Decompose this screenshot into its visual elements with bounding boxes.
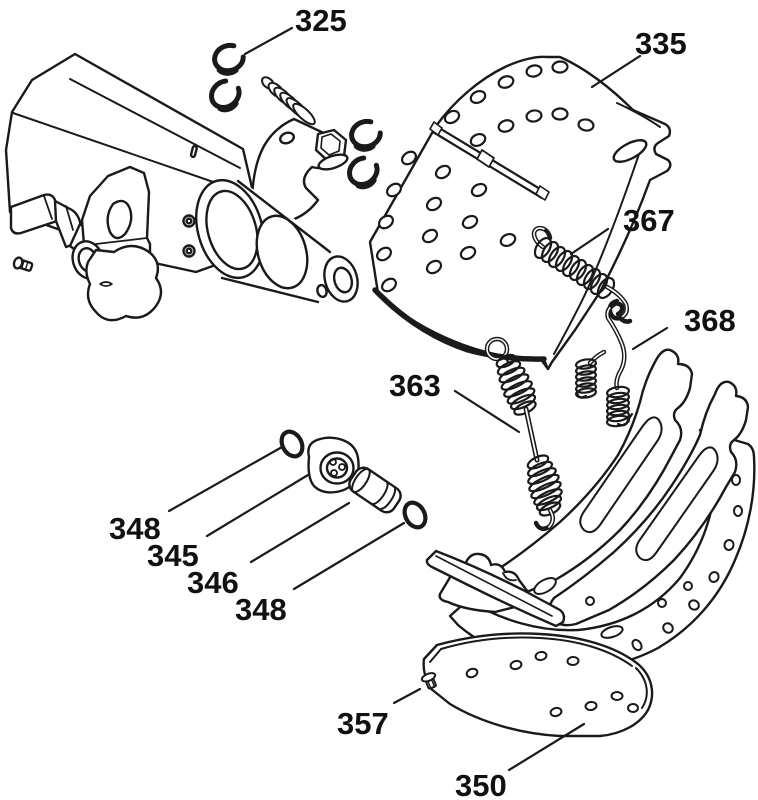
- brake-shoe-lower-assembly: [425, 348, 756, 670]
- leader-line-348-left: [167, 445, 284, 513]
- leader-line-346: [249, 501, 351, 564]
- lining-holes-lower: [465, 650, 639, 718]
- splined-stud: [261, 76, 316, 126]
- shoe-web-rear-slot: [635, 446, 719, 562]
- lining-holes-lower-block: [375, 150, 517, 293]
- callout-367: 367: [623, 203, 675, 238]
- rivet: [420, 672, 437, 690]
- leader-line-335: [590, 54, 642, 89]
- callout-labels: 325 335 367 368 363 348 345 346 348 357 …: [109, 3, 736, 800]
- leader-lines: [167, 26, 669, 772]
- camshaft-housing-assembly: [4, 52, 359, 322]
- callout-348-left: 348: [109, 511, 161, 546]
- callout-357: 357: [337, 706, 389, 741]
- spring-coil-bottom: [526, 454, 563, 517]
- leader-line-367: [569, 227, 610, 256]
- snap-rings-left-pair: [206, 42, 247, 115]
- o-ring-right: [402, 500, 428, 530]
- leader-line-357: [392, 687, 422, 705]
- anchor-spring: [531, 225, 633, 324]
- leader-line-368: [631, 326, 669, 351]
- callout-346: 346: [187, 565, 239, 600]
- o-ring-left: [279, 429, 305, 459]
- roller: [307, 436, 360, 494]
- return-spring: [484, 336, 563, 532]
- shoe-web-rear: [548, 380, 750, 627]
- shoe-web-front: [494, 348, 694, 597]
- snap-rings-right-pair: [344, 118, 384, 192]
- cam-arm: [250, 76, 349, 222]
- leader-line-345: [205, 473, 310, 538]
- callout-335: 335: [635, 26, 687, 61]
- lining-seam: [429, 121, 550, 201]
- callout-350: 350: [455, 768, 507, 800]
- spring-coil-top: [495, 353, 537, 416]
- brake-shoe-upper: [368, 55, 672, 371]
- mounting-bracket: [80, 165, 152, 265]
- housing-bolt-icon: [182, 214, 196, 258]
- lining-holes-upper-block: [443, 60, 595, 148]
- callout-363: 363: [389, 368, 441, 403]
- hex-bolt-icon: [314, 128, 349, 171]
- retainer-coil-left: [574, 358, 598, 399]
- leader-line-348-right: [292, 521, 406, 591]
- shoe-web-front-slot: [579, 416, 663, 534]
- retainer-spring-assembly: [574, 301, 634, 428]
- roller-pin: [348, 466, 402, 514]
- leader-line-350: [507, 722, 586, 772]
- handle-knob: [71, 240, 163, 322]
- brake-lining-lower: [422, 632, 654, 738]
- cam-hub: [195, 178, 359, 304]
- callout-325: 325: [295, 3, 347, 38]
- leader-line-363: [453, 389, 521, 434]
- retainer-coil-right: [605, 385, 634, 428]
- callout-345: 345: [147, 538, 199, 573]
- leader-line-325: [243, 26, 294, 56]
- callout-368: 368: [684, 303, 736, 338]
- callout-348-right: 348: [235, 592, 287, 627]
